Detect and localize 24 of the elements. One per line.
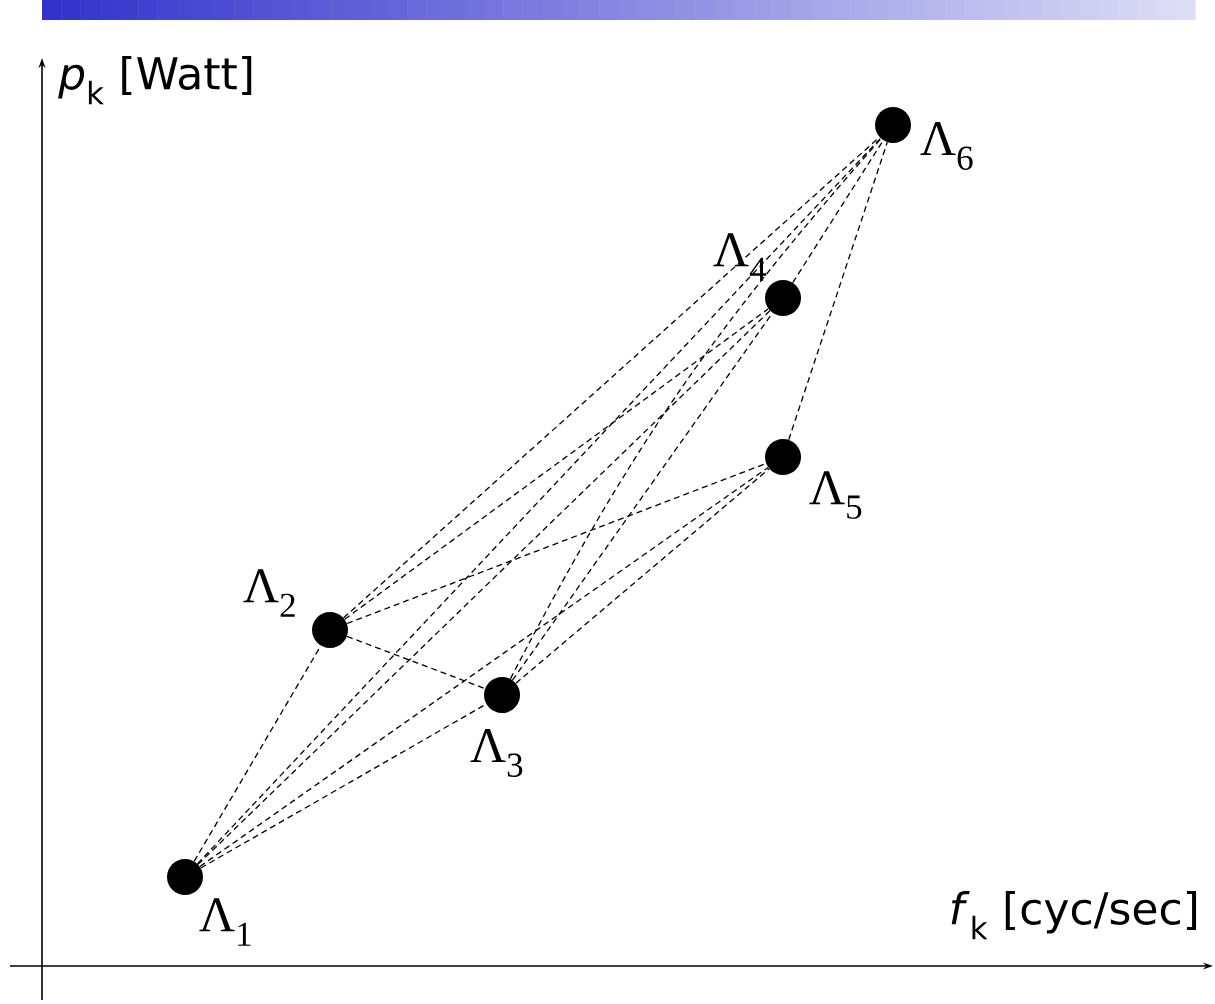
point-label: Λ$_{6}$ <box>920 122 973 170</box>
axis-label: p$_{k}$ [Watt] <box>58 55 252 105</box>
point-dot <box>765 280 801 316</box>
point-dot <box>167 859 203 895</box>
point-dot <box>765 439 801 475</box>
point-label: Λ$_{2}$ <box>243 569 295 617</box>
point-label: Λ$_{1}$ <box>199 898 251 946</box>
dashed-line <box>792 139 884 284</box>
point-label: Λ$_{4}$ <box>713 233 767 281</box>
point-label: Λ$_{3}$ <box>470 729 523 777</box>
point-dot <box>312 612 348 648</box>
point-label: Λ$_{5}$ <box>809 471 862 519</box>
dashed-line <box>509 138 882 680</box>
dashed-line <box>515 468 770 684</box>
axis-label: f$_{k}$ [cyc/sec] <box>951 890 1197 940</box>
dashed-line <box>199 466 769 868</box>
point-dot <box>484 677 520 713</box>
dashed-line <box>197 310 771 865</box>
dashed-line <box>788 141 888 441</box>
point-dot <box>875 107 911 143</box>
dashed-line <box>346 635 486 690</box>
dashed-line <box>346 462 767 625</box>
dashed-line <box>196 137 882 865</box>
dashed-line <box>344 308 769 620</box>
